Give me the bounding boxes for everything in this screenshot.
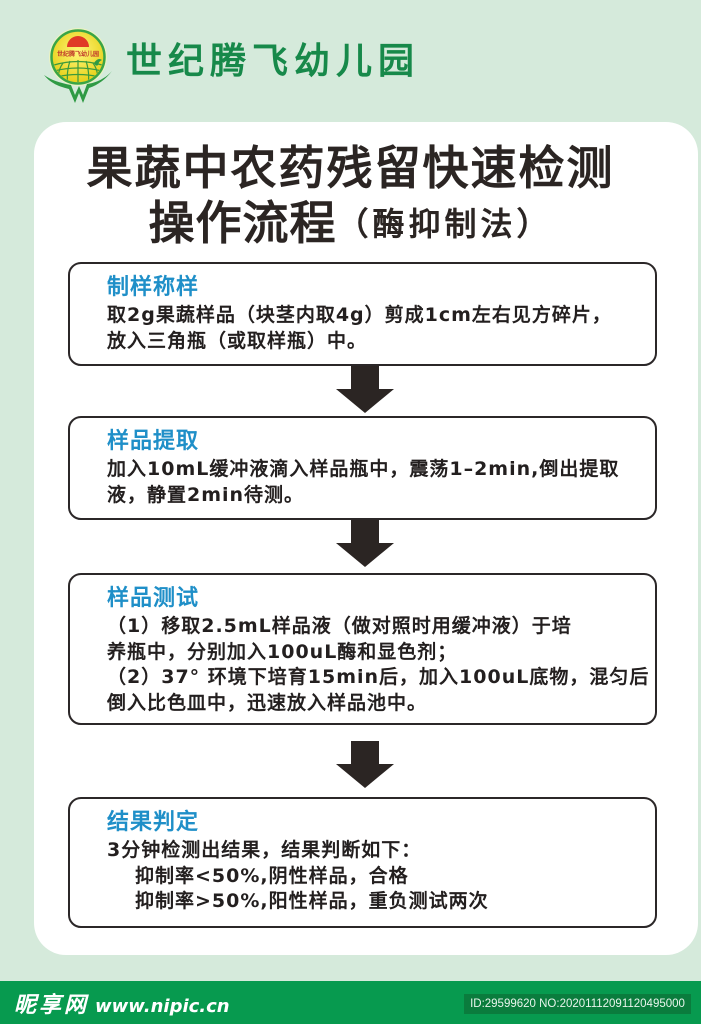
school-name: 世纪腾飞幼儿园 [126,41,421,82]
arrow-down-icon [336,366,394,413]
footer-site-name: 昵享网 [14,993,90,1018]
page-title-line1: 果蔬中农药残留快速检测 [86,141,615,195]
page-title-method: （酶抑制法） [336,205,553,243]
step-card-result-judgment: 结果判定 3分钟检测出结果，结果判断如下： 抑制率<50%,阴性样品，合格 抑制… [68,797,657,928]
step-text-line: 养瓶中，分别加入100uL酶和显色剂； [107,640,458,663]
step-title: 制样称样 [107,275,200,300]
kindergarten-logo-icon: 世纪腾飞幼儿园 [44,28,112,103]
step-title: 结果判定 [107,810,200,835]
step-title: 样品提取 [107,429,200,454]
step-text-line: 3分钟检测出结果，结果判断如下： [107,839,422,861]
step-text-line: （1）移取2.5mL样品液（做对照时用缓冲液）于培 [107,615,572,637]
footer-id-badge: ID:29599620 NO:20201112091120495000 [464,994,691,1014]
step-text-line: （2）37° 环境下培育15min后，加入100uL底物，混匀后 [107,666,650,688]
step-text-line: 液，静置2min待测。 [107,483,305,506]
step-card-sample-extraction: 样品提取 加入10mL缓冲液滴入样品瓶中，震荡1–2min,倒出提取 液，静置2… [68,416,657,520]
page-title-main: 操作流程 [148,196,337,250]
step-card-sample-testing: 样品测试 （1）移取2.5mL样品液（做对照时用缓冲液）于培 养瓶中，分别加入1… [68,573,657,725]
step-text-line: 放入三角瓶（或取样瓶）中。 [107,329,368,352]
page-title-line2: 操作流程（酶抑制法） [0,195,701,252]
svg-text:世纪腾飞幼儿园: 世纪腾飞幼儿园 [57,50,99,58]
step-card-sample-preparation: 制样称样 取2g果蔬样品（块茎内取4g）剪成1cm左右见方碎片， 放入三角瓶（或… [68,262,657,366]
result-positive-line: 抑制率>50%,阳性样品，重负测试两次 [135,890,489,912]
arrow-down-icon [336,741,394,788]
step-text-line: 加入10mL缓冲液滴入样品瓶中，震荡1–2min,倒出提取 [107,458,620,480]
step-title: 样品测试 [107,586,200,611]
arrow-down-icon [336,520,394,567]
footer-url: www.nipic.cn [95,996,230,1017]
step-text-line: 倒入比色皿中，迅速放入样品池中。 [107,691,428,714]
result-negative-line: 抑制率<50%,阴性样品，合格 [135,864,409,887]
step-text-line: 取2g果蔬样品（块茎内取4g）剪成1cm左右见方碎片， [107,304,612,326]
